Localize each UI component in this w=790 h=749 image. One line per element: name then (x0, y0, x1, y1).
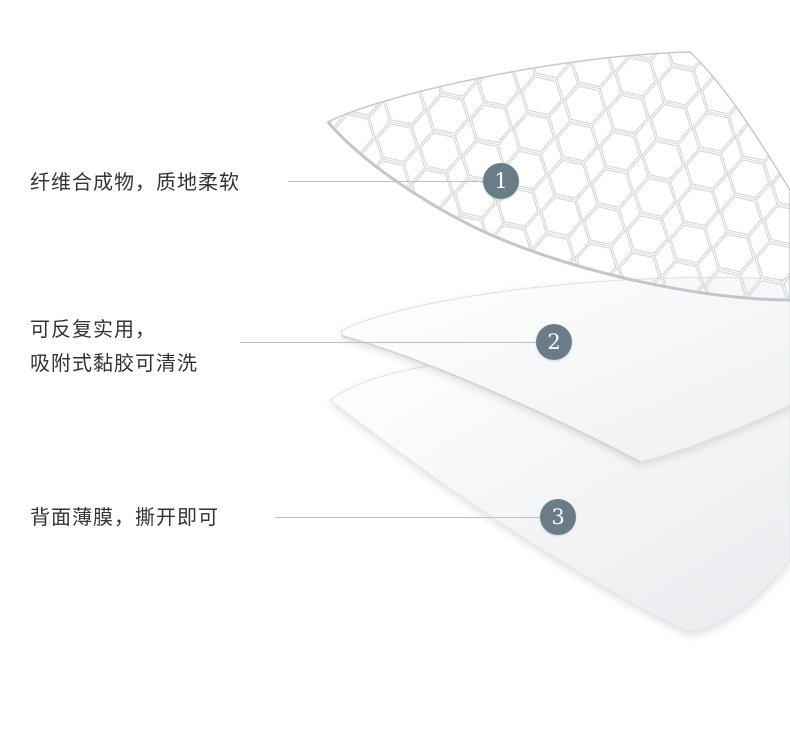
fiber-mesh-layer (326, 51, 790, 302)
callout-3-line-1: 背面薄膜，撕开即可 (30, 505, 219, 529)
callout-2-line-2: 吸附式黏胶可清洗 (30, 351, 198, 375)
callout-label-2: 可反复实用， 吸附式黏胶可清洗 (30, 312, 198, 380)
leader-line-3 (275, 517, 540, 518)
number-badge-2: 2 (536, 324, 572, 360)
leader-line-1 (288, 181, 483, 182)
number-badge-3: 3 (540, 499, 576, 535)
leader-line-2 (240, 342, 536, 343)
callout-label-1: 纤维合成物，质地柔软 (30, 165, 240, 199)
callout-1-line-1: 纤维合成物，质地柔软 (30, 170, 240, 194)
adhesive-pad-layer (341, 276, 790, 463)
callout-label-3: 背面薄膜，撕开即可 (30, 500, 219, 534)
number-badge-1: 1 (483, 163, 519, 199)
callout-2-line-1: 可反复实用， (30, 317, 156, 341)
